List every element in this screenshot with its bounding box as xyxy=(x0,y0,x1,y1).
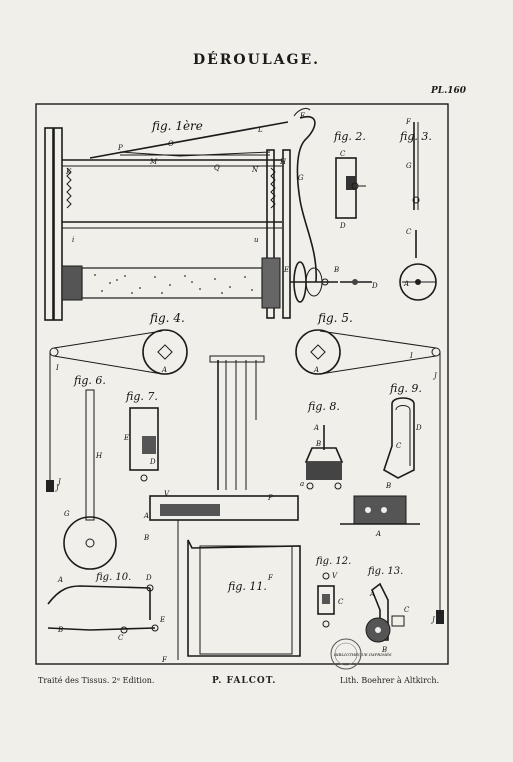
figure-1 xyxy=(44,107,338,321)
fig1-label-M: M xyxy=(149,158,158,166)
fig5-label-A: A xyxy=(313,366,319,374)
fig1-label-D: D xyxy=(371,282,378,290)
plate-title: DÉROULAGE. xyxy=(192,52,321,68)
fig10-label-D: D xyxy=(145,574,152,582)
caption-fig1: fig. 1ère xyxy=(151,119,203,133)
fig12-label-V: V xyxy=(332,572,338,580)
figure-10 xyxy=(47,584,159,634)
caption-fig3: fig. 3. xyxy=(399,130,432,143)
fig1-label-E: E xyxy=(283,266,289,274)
fig13-label-A: A xyxy=(369,590,375,598)
fig6-label-H: H xyxy=(95,452,103,460)
fig11-label-V: V xyxy=(164,490,170,498)
figure-7 xyxy=(129,407,159,482)
footer-author: P. FALCOT. xyxy=(212,676,277,686)
figure-11 xyxy=(149,355,301,660)
fig13-label-B: B xyxy=(381,646,387,654)
figure-13 xyxy=(365,582,405,643)
fig1-label-L: L xyxy=(257,126,263,134)
fig10-label-F: F xyxy=(161,656,168,664)
fig2-label-D: D xyxy=(339,222,346,230)
figure-2 xyxy=(335,157,372,285)
fig9-label-C: C xyxy=(396,442,402,450)
fig1-label-O: O xyxy=(168,140,174,148)
footer-book-title: Traité des Tissus. 2ᵉ Edition. xyxy=(38,676,155,685)
fig9-label-A: A xyxy=(375,530,381,538)
fig1-label-N: N xyxy=(251,166,259,174)
fig8-label-A: A xyxy=(313,424,319,432)
fig1-label-i: i xyxy=(72,236,74,244)
stamp-text: BIBLIOTHÈQUE IMPRIMÉS xyxy=(333,652,392,657)
fig5-label-I: I xyxy=(409,352,413,360)
fig5-label-J: J xyxy=(432,372,438,380)
figure-12 xyxy=(317,572,335,628)
fig10-label-E: E xyxy=(159,616,165,624)
caption-fig2: fig. 2. xyxy=(333,130,366,143)
fig4-label-J: J xyxy=(54,484,60,492)
caption-fig12: fig. 12. xyxy=(315,556,351,567)
figure-5 xyxy=(295,329,444,624)
fig3-label-F: F xyxy=(405,118,412,126)
figure-9 xyxy=(340,397,420,525)
fig10-label-C: C xyxy=(118,634,124,642)
caption-fig4: fig. 4. xyxy=(149,311,185,325)
fig1-label-Q: Q xyxy=(214,164,220,172)
fig1-label-H: H xyxy=(279,158,287,166)
caption-fig8: fig. 8. xyxy=(307,400,340,413)
fig10-label-A: A xyxy=(57,576,63,584)
fig8-label-a: a xyxy=(300,480,304,488)
fig4-label-A: A xyxy=(161,366,167,374)
fig13-label-J: J xyxy=(430,616,436,624)
fig6-label-J: J xyxy=(56,478,62,486)
fig4-label-I: I xyxy=(55,364,59,372)
fig11-label-A: A xyxy=(143,512,149,520)
fig8-label-B: B xyxy=(315,440,321,448)
fig7-label-D: D xyxy=(149,458,156,466)
caption-fig5: fig. 5. xyxy=(317,311,353,325)
fig3-label-C: C xyxy=(406,228,412,236)
plate-number: PL.160 xyxy=(430,86,466,96)
fig1-label-G: G xyxy=(298,174,304,182)
fig3-label-A: A xyxy=(403,280,409,288)
caption-fig10: fig. 10. xyxy=(95,572,131,583)
fig1-label-u: u xyxy=(254,236,259,244)
fig1-label-K: K xyxy=(65,168,72,176)
caption-fig7: fig. 7. xyxy=(125,390,158,403)
fig9-label-B: B xyxy=(385,482,391,490)
fig9-label-D: D xyxy=(415,424,422,432)
figure-4 xyxy=(46,329,188,492)
fig11-label-P: P xyxy=(267,494,273,502)
fig10-label-B: B xyxy=(57,626,63,634)
fig3-label-G: G xyxy=(406,162,412,170)
figure-6 xyxy=(63,389,117,570)
fig1-label-F: F xyxy=(299,112,306,120)
fig13-label-C: C xyxy=(404,606,410,614)
caption-fig11: fig. 11. xyxy=(227,580,267,593)
fig1-label-B: B xyxy=(333,266,339,274)
roll-dots xyxy=(94,274,253,294)
caption-fig9: fig. 9. xyxy=(389,382,422,395)
fig7-label-E: E xyxy=(123,434,129,442)
plate-frame xyxy=(35,103,449,665)
caption-fig13: fig. 13. xyxy=(367,566,403,577)
figure-8 xyxy=(304,425,344,490)
fig11-label-F: F xyxy=(267,574,274,582)
footer-lithographer: Lith. Boehrer à Altkirch. xyxy=(340,676,440,685)
fig1-label-P: P xyxy=(117,144,123,152)
fig6-label-G: G xyxy=(64,510,70,518)
fig12-label-C: C xyxy=(338,598,344,606)
fig2-label-C: C xyxy=(340,150,346,158)
fig11-label-B: B xyxy=(143,534,149,542)
figure-3 xyxy=(399,122,437,301)
caption-fig6: fig. 6. xyxy=(73,374,106,387)
library-stamp xyxy=(330,638,362,670)
